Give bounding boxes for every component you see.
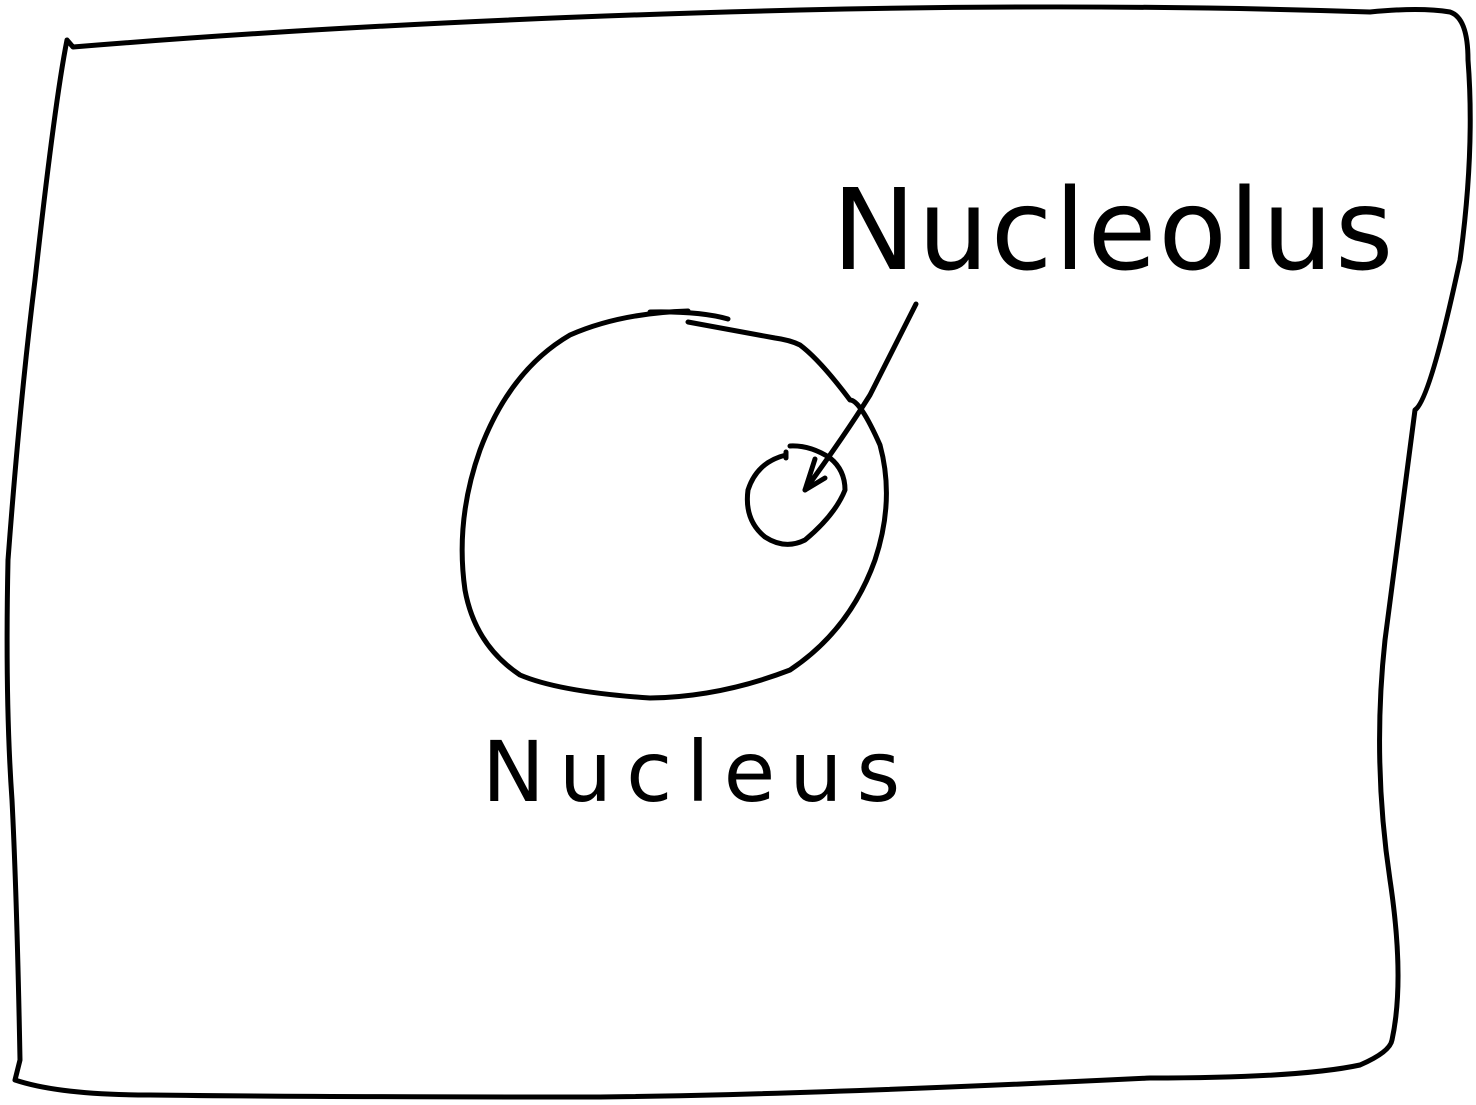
nucleus-outline [462, 311, 886, 698]
nucleus-label: Nucleus [482, 723, 914, 821]
nucleus-outline-overlap [650, 312, 728, 319]
pointer-arrow [805, 304, 916, 490]
nucleolus-label: Nucleolus [832, 166, 1395, 296]
nucleolus-outline [747, 446, 845, 544]
